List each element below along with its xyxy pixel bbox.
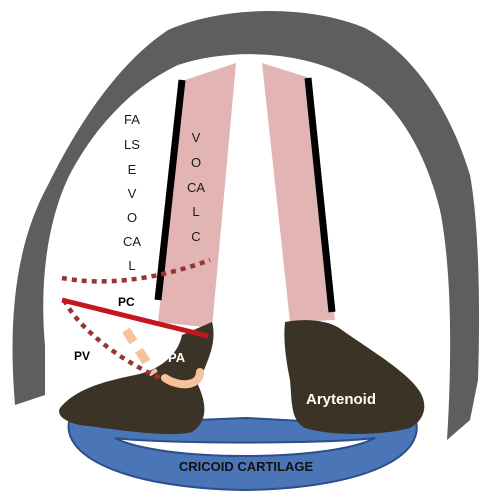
vocal-line-1: O <box>191 155 201 170</box>
arytenoid-label: Arytenoid <box>306 391 376 408</box>
vocal-line-2: CA <box>187 180 205 195</box>
false-vocal-line-3: V <box>128 186 137 201</box>
cricoid-label: CRICOID CARTILAGE <box>179 459 314 474</box>
thyroid-cartilage <box>13 11 480 440</box>
right-vocal-fold <box>262 63 335 322</box>
right-arytenoid <box>284 320 424 434</box>
false-vocal-line-1: LS <box>124 137 140 152</box>
vocal-line-3: L <box>192 204 199 219</box>
pa-label: PA <box>168 350 186 365</box>
false-vocal-line-6: L <box>128 258 135 273</box>
false-vocal-line-0: FA <box>124 112 140 127</box>
pc-label: PC <box>118 295 135 309</box>
false-vocal-line-2: E <box>128 162 137 177</box>
vocal-line-4: C <box>191 229 200 244</box>
pv-label: PV <box>74 349 90 363</box>
false-vocal-label: FA LS E V O CA L <box>123 112 141 273</box>
false-vocal-line-4: O <box>127 210 137 225</box>
false-vocal-line-5: CA <box>123 234 141 249</box>
vocal-line-0: V <box>192 130 201 145</box>
